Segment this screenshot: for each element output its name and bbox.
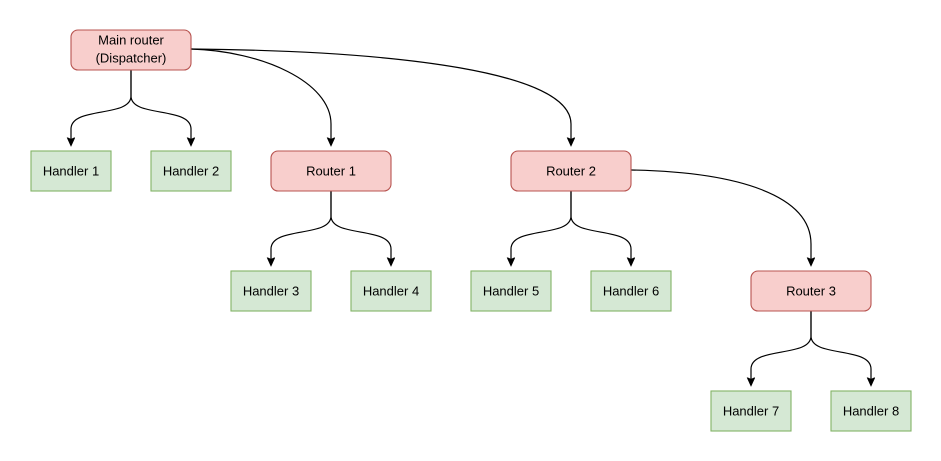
edge-router-2-to-handler-6 (570, 191, 631, 265)
nodes-layer: Main router (Dispatcher) Handler 1 Handler … (30, 29, 912, 432)
edge-main-to-handler-2 (130, 70, 191, 145)
node-handler-8[interactable]: Handler 8 (830, 390, 912, 432)
edge-router-3-to-handler-8 (810, 311, 871, 385)
handler-4-shape[interactable] (350, 270, 432, 312)
edge-router-1-to-handler-4 (330, 191, 391, 265)
node-main-router[interactable]: Main router (Dispatcher) (70, 29, 192, 71)
handler-2-shape[interactable] (150, 150, 232, 192)
node-handler-6[interactable]: Handler 6 (590, 270, 672, 312)
edge-main-to-router-1 (190, 48, 331, 145)
edge-router-2-to-handler-5 (511, 191, 572, 265)
handler-5-shape[interactable] (470, 270, 552, 312)
node-router-3[interactable]: Router 3 (750, 270, 872, 312)
router-1-shape[interactable] (270, 150, 392, 192)
router-3-shape[interactable] (750, 270, 872, 312)
handler-8-label: Handler 8 (843, 403, 899, 418)
main-router-shape[interactable] (70, 29, 192, 71)
handler-1-shape[interactable] (30, 150, 112, 192)
handler-1-label: Handler 1 (43, 163, 99, 178)
handler-6-label: Handler 6 (603, 283, 659, 298)
router-1-label: Router 1 (306, 163, 356, 178)
handler-7-label: Handler 7 (723, 403, 779, 418)
handler-4-label: Handler 4 (363, 283, 419, 298)
node-handler-4[interactable]: Handler 4 (350, 270, 432, 312)
node-handler-2[interactable]: Handler 2 (150, 150, 232, 192)
handler-7-shape[interactable] (710, 390, 792, 432)
edge-router-1-to-handler-3 (271, 191, 332, 265)
edges-layer (71, 48, 871, 385)
main-router-label-line2: (Dispatcher) (96, 50, 167, 65)
edge-router-3-to-handler-7 (751, 311, 812, 385)
handler-3-label: Handler 3 (243, 283, 299, 298)
handler-3-shape[interactable] (230, 270, 312, 312)
handler-5-label: Handler 5 (483, 283, 539, 298)
handler-6-shape[interactable] (590, 270, 672, 312)
handler-2-label: Handler 2 (163, 163, 219, 178)
router-2-shape[interactable] (510, 150, 632, 192)
main-router-label-line1: Main router (98, 32, 164, 47)
node-handler-7[interactable]: Handler 7 (710, 390, 792, 432)
node-router-1[interactable]: Router 1 (270, 150, 392, 192)
node-router-2[interactable]: Router 2 (510, 150, 632, 192)
edge-main-to-router-2 (190, 48, 571, 145)
node-handler-5[interactable]: Handler 5 (470, 270, 552, 312)
edge-main-to-handler-1 (71, 70, 132, 145)
handler-8-shape[interactable] (830, 390, 912, 432)
node-handler-1[interactable]: Handler 1 (30, 150, 112, 192)
router-3-label: Router 3 (786, 283, 836, 298)
edge-router-2-to-router-3 (630, 169, 811, 265)
router-2-label: Router 2 (546, 163, 596, 178)
node-handler-3[interactable]: Handler 3 (230, 270, 312, 312)
